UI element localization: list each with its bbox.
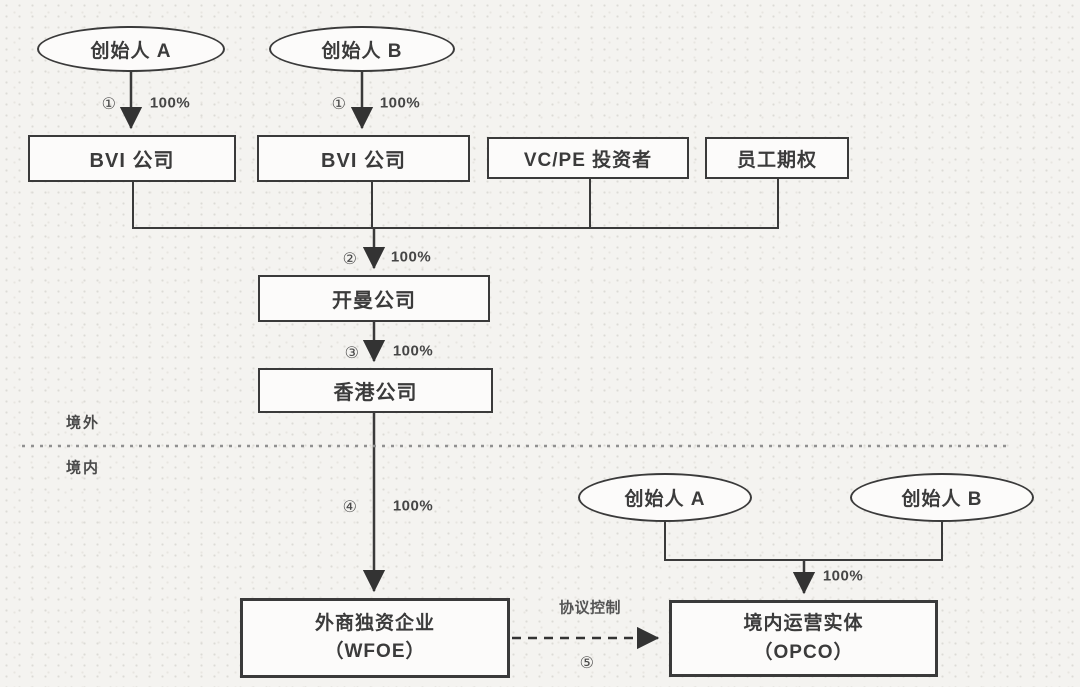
node-founder-b-top: 创始人 B [269,26,455,72]
pct-shareholders-cayman: 100% [390,248,432,266]
node-founder-b-bottom-label: 创始人 B [901,489,983,510]
pct-founders-opco: 100% [822,567,864,585]
node-hongkong: 香港公司 [258,368,493,413]
pct-founder-b-bvi: 100% [379,94,421,112]
step-5-badge: ⑤ [579,655,595,672]
node-opco-label-line2: （OPCO） [753,641,854,663]
bottom-margin-strip [0,687,1080,698]
vie-control-label: 协议控制 [558,599,622,617]
step-1a-badge: ① [101,96,117,113]
region-onshore-label: 境内 [65,459,101,477]
pct-cayman-hongkong: 100% [392,342,434,360]
node-opco: 境内运营实体 （OPCO） [669,600,938,677]
node-vc-pe-label: VC/PE 投资者 [523,149,653,171]
region-offshore-label: 境外 [65,414,101,432]
step-3-badge: ③ [344,345,360,362]
node-esop: 员工期权 [705,137,849,179]
node-bvi-1-label: BVI 公司 [89,150,175,172]
node-cayman: 开曼公司 [258,275,490,322]
node-founder-a-top-label: 创始人 A [90,40,172,62]
node-hongkong-label: 香港公司 [333,382,418,404]
node-founder-b-top-label: 创始人 B [321,40,403,62]
node-bvi-1: BVI 公司 [28,135,236,182]
step-2-badge: ② [342,251,358,268]
node-founder-a-top: 创始人 A [37,26,225,72]
node-founder-a-bottom: 创始人 A [578,473,752,522]
node-cayman-label: 开曼公司 [332,290,416,312]
node-founder-b-bottom: 创始人 B [850,473,1034,522]
step-4-badge: ④ [342,499,358,516]
step-1b-badge: ① [331,96,347,113]
node-bvi-2-label: BVI 公司 [321,150,406,172]
node-vc-pe: VC/PE 投资者 [487,137,689,179]
node-esop-label: 员工期权 [736,149,817,171]
node-bvi-2: BVI 公司 [257,135,470,182]
node-founder-a-bottom-label: 创始人 A [624,489,706,510]
node-wfoe: 外商独资企业 （WFOE） [240,598,510,678]
node-opco-label-line1: 境内运营实体 [743,613,864,634]
node-wfoe-label-line2: （WFOE） [324,641,426,662]
pct-hongkong-wfoe: 100% [392,497,434,515]
node-wfoe-label-line1: 外商独资企业 [314,612,435,634]
pct-founder-a-bvi: 100% [149,94,191,112]
